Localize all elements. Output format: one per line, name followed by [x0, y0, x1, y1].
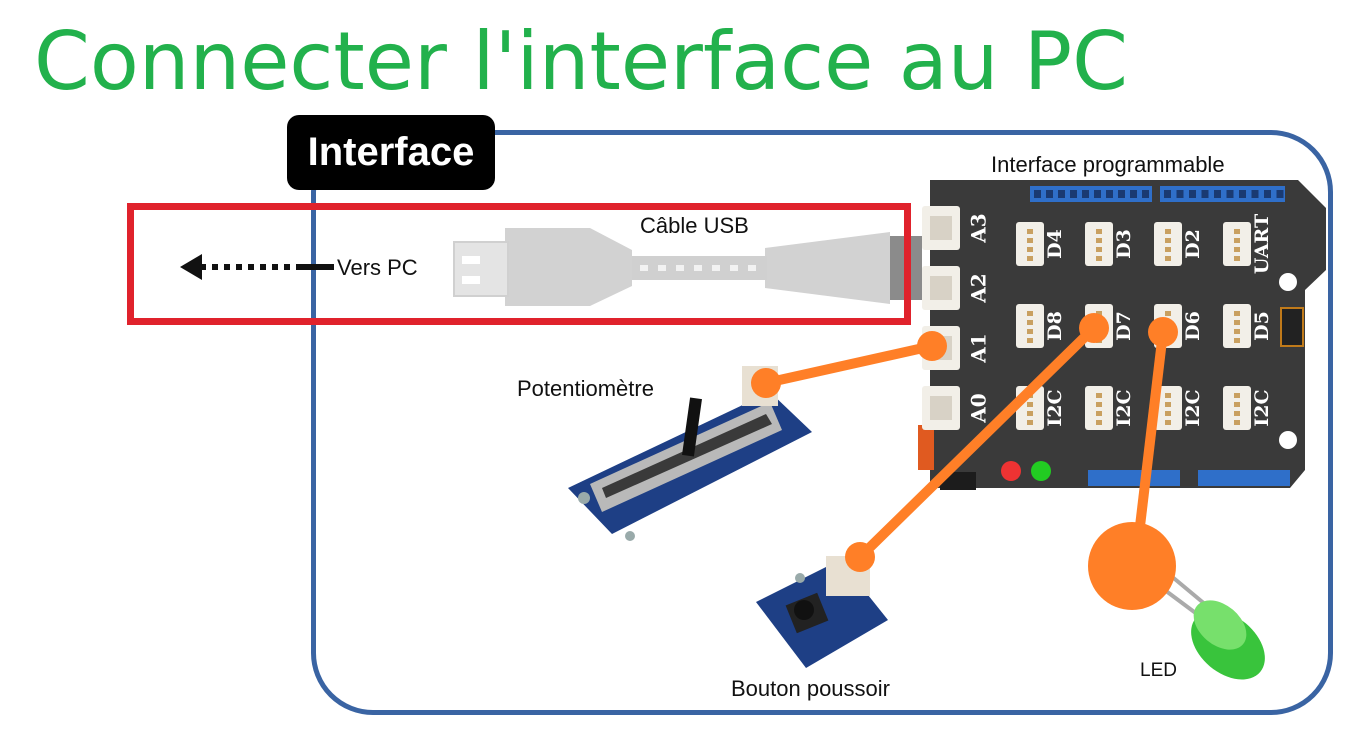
- port-d8: [1016, 304, 1044, 348]
- port-i2c: [1154, 386, 1182, 430]
- green-status-led: [1031, 461, 1051, 481]
- connection-wires: [751, 313, 1178, 610]
- port-label: I2C: [1182, 389, 1204, 426]
- port-label: A2: [967, 273, 991, 303]
- mount-hole: [1279, 431, 1297, 449]
- interface-tag: Interface: [287, 115, 495, 190]
- port-i2c: [1223, 386, 1251, 430]
- mount-hole: [1279, 273, 1297, 291]
- port-label: I2C: [1044, 389, 1066, 426]
- bottom-header-left: [1088, 470, 1180, 486]
- board-label: Interface programmable: [991, 152, 1225, 177]
- wire-potentiometer-a1: [764, 341, 934, 388]
- wire-end-led: [1088, 522, 1176, 610]
- page-title: Connecter l'interface au PC: [34, 15, 1129, 108]
- red-status-led: [1001, 461, 1021, 481]
- port-label: I2C: [1251, 389, 1273, 426]
- wire-end-a1: [917, 331, 947, 361]
- port-label: A0: [967, 393, 991, 423]
- port-d4: [1016, 222, 1044, 266]
- interface-frame: [311, 130, 1333, 715]
- usb-highlight-box: [127, 203, 911, 325]
- bottom-header-right: [1198, 470, 1290, 486]
- pc-label: Vers PC: [337, 255, 418, 280]
- usb-cable: [453, 228, 922, 306]
- port-label: D5: [1251, 311, 1273, 341]
- potentiometer-label: Potentiomètre: [517, 376, 654, 401]
- port-uart: [1223, 222, 1251, 266]
- port-d3: [1085, 222, 1113, 266]
- port-label: D2: [1182, 229, 1204, 259]
- port-label: D6: [1182, 311, 1204, 341]
- port-d2: [1154, 222, 1182, 266]
- port-label: I2C: [1113, 389, 1135, 426]
- wire-led-d6: [1131, 331, 1168, 561]
- wire-end-potentiometer: [751, 368, 781, 398]
- button-label: Bouton poussoir: [731, 676, 890, 701]
- top-header-pins: [1030, 186, 1285, 202]
- port-label: D4: [1044, 229, 1066, 259]
- wire-end-d7: [1079, 313, 1109, 343]
- green-led: [1156, 573, 1265, 680]
- port-label: UART: [1251, 214, 1273, 274]
- port-label: D3: [1113, 229, 1135, 259]
- wire-end-d6: [1148, 317, 1178, 347]
- usb-label: Câble USB: [640, 213, 749, 238]
- led-label: LED: [1140, 660, 1177, 681]
- port-label: D8: [1044, 311, 1066, 341]
- port-label: A3: [967, 213, 991, 243]
- port-d5: [1223, 304, 1251, 348]
- push-button-module: [756, 556, 888, 668]
- port-label: D7: [1113, 311, 1135, 341]
- icsp-header: [1280, 307, 1304, 347]
- pc-arrow: [180, 254, 334, 280]
- wire-button-d7: [856, 324, 1098, 561]
- port-i2c: [1085, 386, 1113, 430]
- port-label: A1: [967, 333, 991, 363]
- wire-end-button: [845, 542, 875, 572]
